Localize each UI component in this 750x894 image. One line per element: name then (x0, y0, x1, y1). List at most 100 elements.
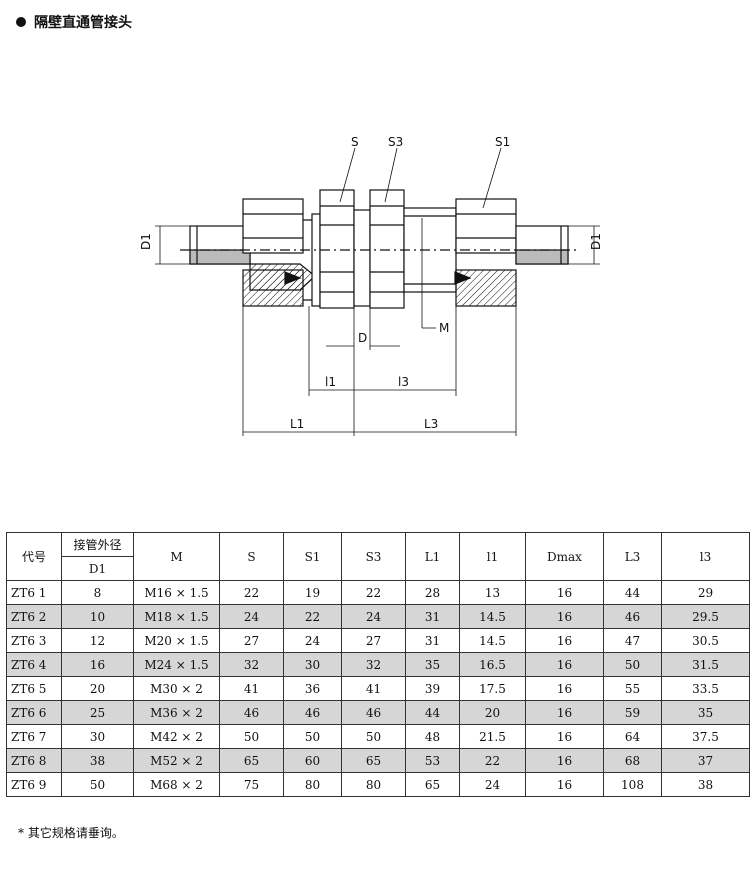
header-s: S (219, 532, 284, 581)
header-l1: L1 (405, 532, 460, 581)
table-cell: M16 × 1.5 (133, 580, 220, 605)
label-s3: S3 (388, 135, 403, 149)
table-cell: 31 (405, 604, 460, 629)
table-cell: 28 (405, 580, 460, 605)
table-cell: 37.5 (661, 724, 750, 749)
table-cell: 32 (219, 652, 284, 677)
table-cell-code: ZT6 4 (6, 652, 62, 677)
table-cell: 24 (283, 628, 342, 653)
table-cell: 38 (661, 772, 750, 797)
table-cell-code: ZT6 3 (6, 628, 62, 653)
label-l1-large: L1 (290, 417, 304, 431)
page-title: 隔壁直通管接头 (16, 12, 132, 32)
table-cell-code: ZT6 9 (6, 772, 62, 797)
table-cell: 46 (283, 700, 342, 725)
table-cell: 16 (525, 628, 604, 653)
table-cell: 31.5 (661, 652, 750, 677)
table-cell: M52 × 2 (133, 748, 220, 773)
table-cell: 16 (525, 604, 604, 629)
table-cell: 20 (61, 676, 134, 701)
table-cell: 22 (341, 580, 406, 605)
table-cell: 21.5 (459, 724, 526, 749)
table-cell-code: ZT6 1 (6, 580, 62, 605)
table-cell: 12 (61, 628, 134, 653)
table-cell-code: ZT6 8 (6, 748, 62, 773)
table-cell: 50 (219, 724, 284, 749)
table-cell: 16 (525, 748, 604, 773)
table-cell: 65 (405, 772, 460, 797)
table-cell-code: ZT6 5 (6, 676, 62, 701)
header-l1-small: l1 (459, 532, 526, 581)
table-cell: 29.5 (661, 604, 750, 629)
header-s3: S3 (341, 532, 406, 581)
header-l3-small: l3 (661, 532, 750, 581)
table-cell: 16 (61, 652, 134, 677)
table-cell: M18 × 1.5 (133, 604, 220, 629)
table-cell: 19 (283, 580, 342, 605)
hex-s3 (369, 189, 405, 309)
table-cell: 37 (661, 748, 750, 773)
table-cell: 108 (603, 772, 662, 797)
table-cell: 80 (283, 772, 342, 797)
table-cell: 32 (341, 652, 406, 677)
header-s1: S1 (283, 532, 342, 581)
table-cell: 24 (219, 604, 284, 629)
hex-s (319, 189, 355, 309)
table-cell: 22 (459, 748, 526, 773)
table-cell: 16 (525, 700, 604, 725)
table-cell: 68 (603, 748, 662, 773)
table-cell: 24 (459, 772, 526, 797)
table-cell: 20 (459, 700, 526, 725)
header-l3: L3 (603, 532, 662, 581)
table-cell: 41 (341, 676, 406, 701)
table-cell: 39 (405, 676, 460, 701)
table-cell: 35 (661, 700, 750, 725)
table-cell: 50 (341, 724, 406, 749)
label-d1-right: D1 (589, 233, 603, 250)
table-cell: 55 (603, 676, 662, 701)
table-cell: 10 (61, 604, 134, 629)
table-cell: 46 (219, 700, 284, 725)
table-cell: M30 × 2 (133, 676, 220, 701)
table-cell: 80 (341, 772, 406, 797)
table-cell: 31 (405, 628, 460, 653)
label-l3-small: l3 (398, 375, 409, 389)
table-cell: 13 (459, 580, 526, 605)
table-cell: 16 (525, 676, 604, 701)
table-cell: 75 (219, 772, 284, 797)
table-cell: 25 (61, 700, 134, 725)
spec-table: 代号 接管外径 M S S1 S3 L1 l1 Dmax L3 l3 D1 ZT… (6, 532, 750, 797)
bullet-icon (16, 17, 26, 27)
table-cell: 16 (525, 652, 604, 677)
table-cell: 41 (219, 676, 284, 701)
table-cell: 60 (283, 748, 342, 773)
right-nut (454, 198, 517, 307)
table-cell: 30 (61, 724, 134, 749)
table-cell: 22 (283, 604, 342, 629)
threaded-section (353, 209, 371, 307)
table-cell: 29 (661, 580, 750, 605)
label-s: S (351, 135, 359, 149)
label-l3-large: L3 (424, 417, 438, 431)
table-cell: 16.5 (459, 652, 526, 677)
table-cell: M36 × 2 (133, 700, 220, 725)
right-tube (515, 225, 569, 265)
header-d1: D1 (61, 556, 134, 581)
table-cell: 65 (341, 748, 406, 773)
table-cell: 33.5 (661, 676, 750, 701)
table-cell: 38 (61, 748, 134, 773)
table-cell: 14.5 (459, 628, 526, 653)
page-title-text: 隔壁直通管接头 (34, 15, 132, 31)
table-cell: 44 (405, 700, 460, 725)
table-cell: 50 (603, 652, 662, 677)
header-group: 接管外径 (61, 532, 134, 557)
label-s1: S1 (495, 135, 510, 149)
label-l1-small: l1 (325, 375, 336, 389)
